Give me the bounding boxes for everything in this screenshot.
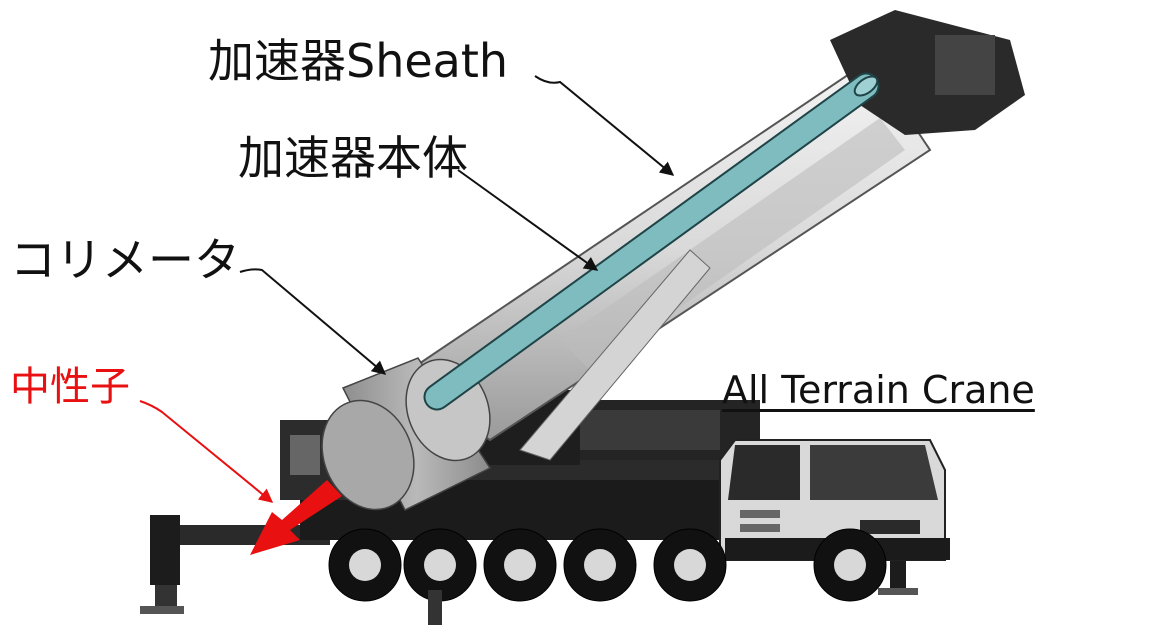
diagram-title: All Terrain Crane: [722, 368, 1035, 412]
sheath-label: 加速器Sheath: [208, 34, 509, 88]
accelerator-body-label: 加速器本体: [238, 131, 468, 185]
leader-lines: [139, 75, 675, 503]
red-arrow-icon: [250, 480, 342, 555]
collimator-label: コリメータ: [10, 233, 240, 287]
neutron-label: 中性子: [10, 364, 130, 410]
sheath-tube: [423, 72, 880, 411]
